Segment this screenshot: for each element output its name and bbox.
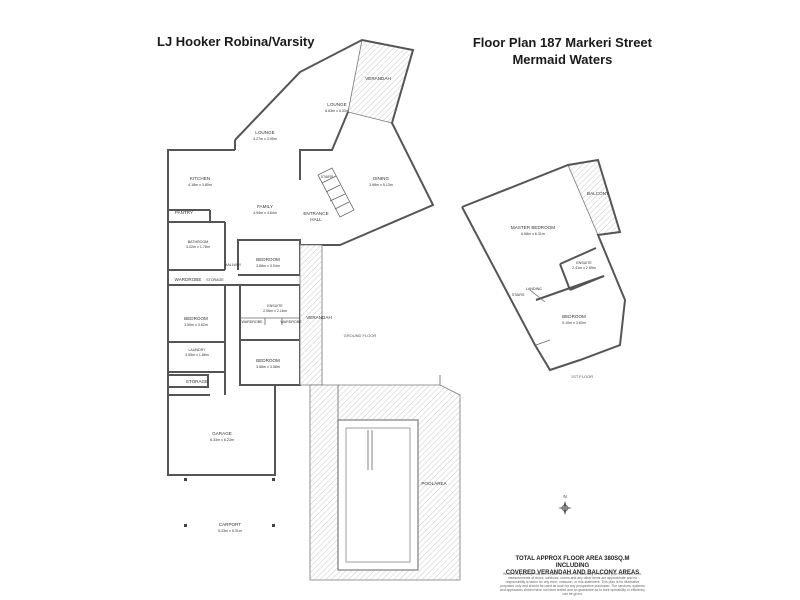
bedroom-top-wall xyxy=(535,275,605,301)
room-bedroom3: BEDROOM xyxy=(256,358,280,363)
room-master-bedroom: MASTER BEDROOM xyxy=(511,225,555,230)
plan-title: Floor Plan 187 Markeri Street Mermaid Wa… xyxy=(473,34,652,68)
room-pantry: PANTRY xyxy=(175,210,193,215)
room-kitchen-dims: 4.18m x 3.80m xyxy=(188,183,212,187)
compass-rose-icon: N xyxy=(558,494,572,515)
room-lounge-main-dims: 6.63m x 5.33m xyxy=(325,109,349,113)
storage-room xyxy=(167,374,209,388)
room-carport: CARPORT xyxy=(219,522,242,527)
room-stairs-upper: STAIRS xyxy=(512,293,525,297)
room-bathroom: BATHROOM xyxy=(188,240,209,244)
living-outer-wall xyxy=(234,38,435,246)
room-wardrobe: WARDROBE xyxy=(175,277,202,282)
room-hall: HALL xyxy=(310,217,322,222)
total-area-line1: TOTAL APPROX FLOOR AREA 380SQ.M INCLUDIN… xyxy=(515,556,630,569)
carport-post xyxy=(272,524,275,527)
first-floor-plan: BALCONY MASTER BEDROOM 6.68m x 6.31m ENS… xyxy=(461,158,627,379)
room-lounge-main: LOUNGE xyxy=(327,102,346,107)
room-lounge-small: LOUNGE xyxy=(255,130,274,135)
room-laundry: LAUNDRY xyxy=(188,348,206,352)
first-floor-outer-wall xyxy=(461,158,627,372)
carport-post xyxy=(272,478,275,481)
compass-needle-cross xyxy=(558,506,572,510)
swimming-pool xyxy=(337,419,419,571)
ground-stairs xyxy=(317,167,355,218)
room-garage: GARAGE xyxy=(212,431,232,436)
room-ensuite: ENSUITE xyxy=(267,304,283,308)
room-kitchen: KITCHEN xyxy=(190,176,210,181)
room-bedroom-upper-dims: 5.10m x 3.83m xyxy=(562,321,586,325)
room-family-dims: 4.94m x 4.64m xyxy=(253,211,277,215)
room-hallway: HALLWAY xyxy=(225,263,242,267)
room-bedroom2: BEDROOM xyxy=(184,316,208,321)
ground-floor-plan: VERANDAH LOUNGE 6.63m x 5.33m LOUNGE 4.2… xyxy=(167,38,461,581)
room-master-bedroom-dims: 6.68m x 6.31m xyxy=(521,232,545,236)
balcony-area xyxy=(567,159,621,236)
room-bedroom3-dims: 3.68m x 3.58m xyxy=(256,365,280,369)
ensuite-top-wall xyxy=(559,247,597,265)
ensuite-wall xyxy=(238,284,301,386)
stair-line xyxy=(535,339,551,346)
ensuite-left-wall xyxy=(559,263,571,291)
room-verandah-top: VERANDAH xyxy=(365,76,391,81)
total-area-note: TOTAL APPROX FLOOR AREA 380SQ.M INCLUDIN… xyxy=(500,556,645,577)
room-balcony: BALCONY xyxy=(587,191,609,196)
ground-floor-label: GROUND FLOOR xyxy=(344,333,377,338)
room-bedroom-upper: BEDROOM xyxy=(562,314,586,319)
carport-post xyxy=(184,524,187,527)
plan-title-line2: Mermaid Waters xyxy=(512,52,613,67)
landing-line xyxy=(529,289,546,303)
room-dining: DINING xyxy=(373,176,390,181)
room-bedroom2-dims: 3.50m x 3.62m xyxy=(184,323,208,327)
room-bedroom1-dims: 3.68m x 3.04m xyxy=(256,264,280,268)
room-family: FAMILY xyxy=(257,204,273,209)
room-ensuite-dims: 2.06m x 2.16m xyxy=(263,309,287,313)
room-poolarea: POOLAREA xyxy=(421,481,447,486)
room-ensuite-upper-dims: 2.41m x 2.69m xyxy=(572,266,596,270)
disclaimer-text: Whilst every attempt has been made to en… xyxy=(500,572,645,596)
room-lounge-small-dims: 4.27m x 3.95m xyxy=(253,137,277,141)
garage-wall xyxy=(167,385,276,476)
room-verandah-side: VERANDAH xyxy=(306,315,332,320)
room-bathroom-dims: 3.02m x 1.78m xyxy=(186,245,210,249)
room-wardrobe3: WARDROBE xyxy=(280,320,302,324)
room-garage-dims: 6.33m x 6.23m xyxy=(210,438,234,442)
compass-north-label: N xyxy=(563,494,566,499)
first-floor-label: 1ST FLOOR xyxy=(571,374,593,379)
stair-tread xyxy=(334,201,350,210)
room-entrance: ENTRANCE xyxy=(303,211,328,216)
room-dining-dims: 3.98m x 5.13m xyxy=(369,183,393,187)
pool-inner-edge xyxy=(345,427,411,563)
room-stairs: STAIRS xyxy=(321,175,334,179)
room-carport-dims: 5.33m x 5.31m xyxy=(218,529,242,533)
carport-post xyxy=(184,478,187,481)
room-ensuite-upper: ENSUITE xyxy=(576,261,592,265)
room-storage2: STORAGE xyxy=(186,379,208,384)
stair-tread xyxy=(321,175,337,184)
stair-tread xyxy=(325,184,341,193)
room-storage1: STORAGE xyxy=(206,278,224,282)
room-landing: LANDING xyxy=(526,287,542,291)
stair-tread xyxy=(329,193,346,202)
total-area-line2: COVERED VERANDAH AND BALCONY AREAS xyxy=(505,570,640,576)
room-laundry-dims: 3.55m x 1.86m xyxy=(185,353,209,357)
living-inner-wall xyxy=(299,111,349,180)
compass-ring xyxy=(561,504,569,512)
room-wardrobe2: WARDROBE xyxy=(241,320,263,324)
room-bedroom1: BEDROOM xyxy=(256,257,280,262)
agency-name: LJ Hooker Robina/Varsity xyxy=(157,34,315,49)
plan-title-line1: Floor Plan 187 Markeri Street xyxy=(472,35,652,50)
